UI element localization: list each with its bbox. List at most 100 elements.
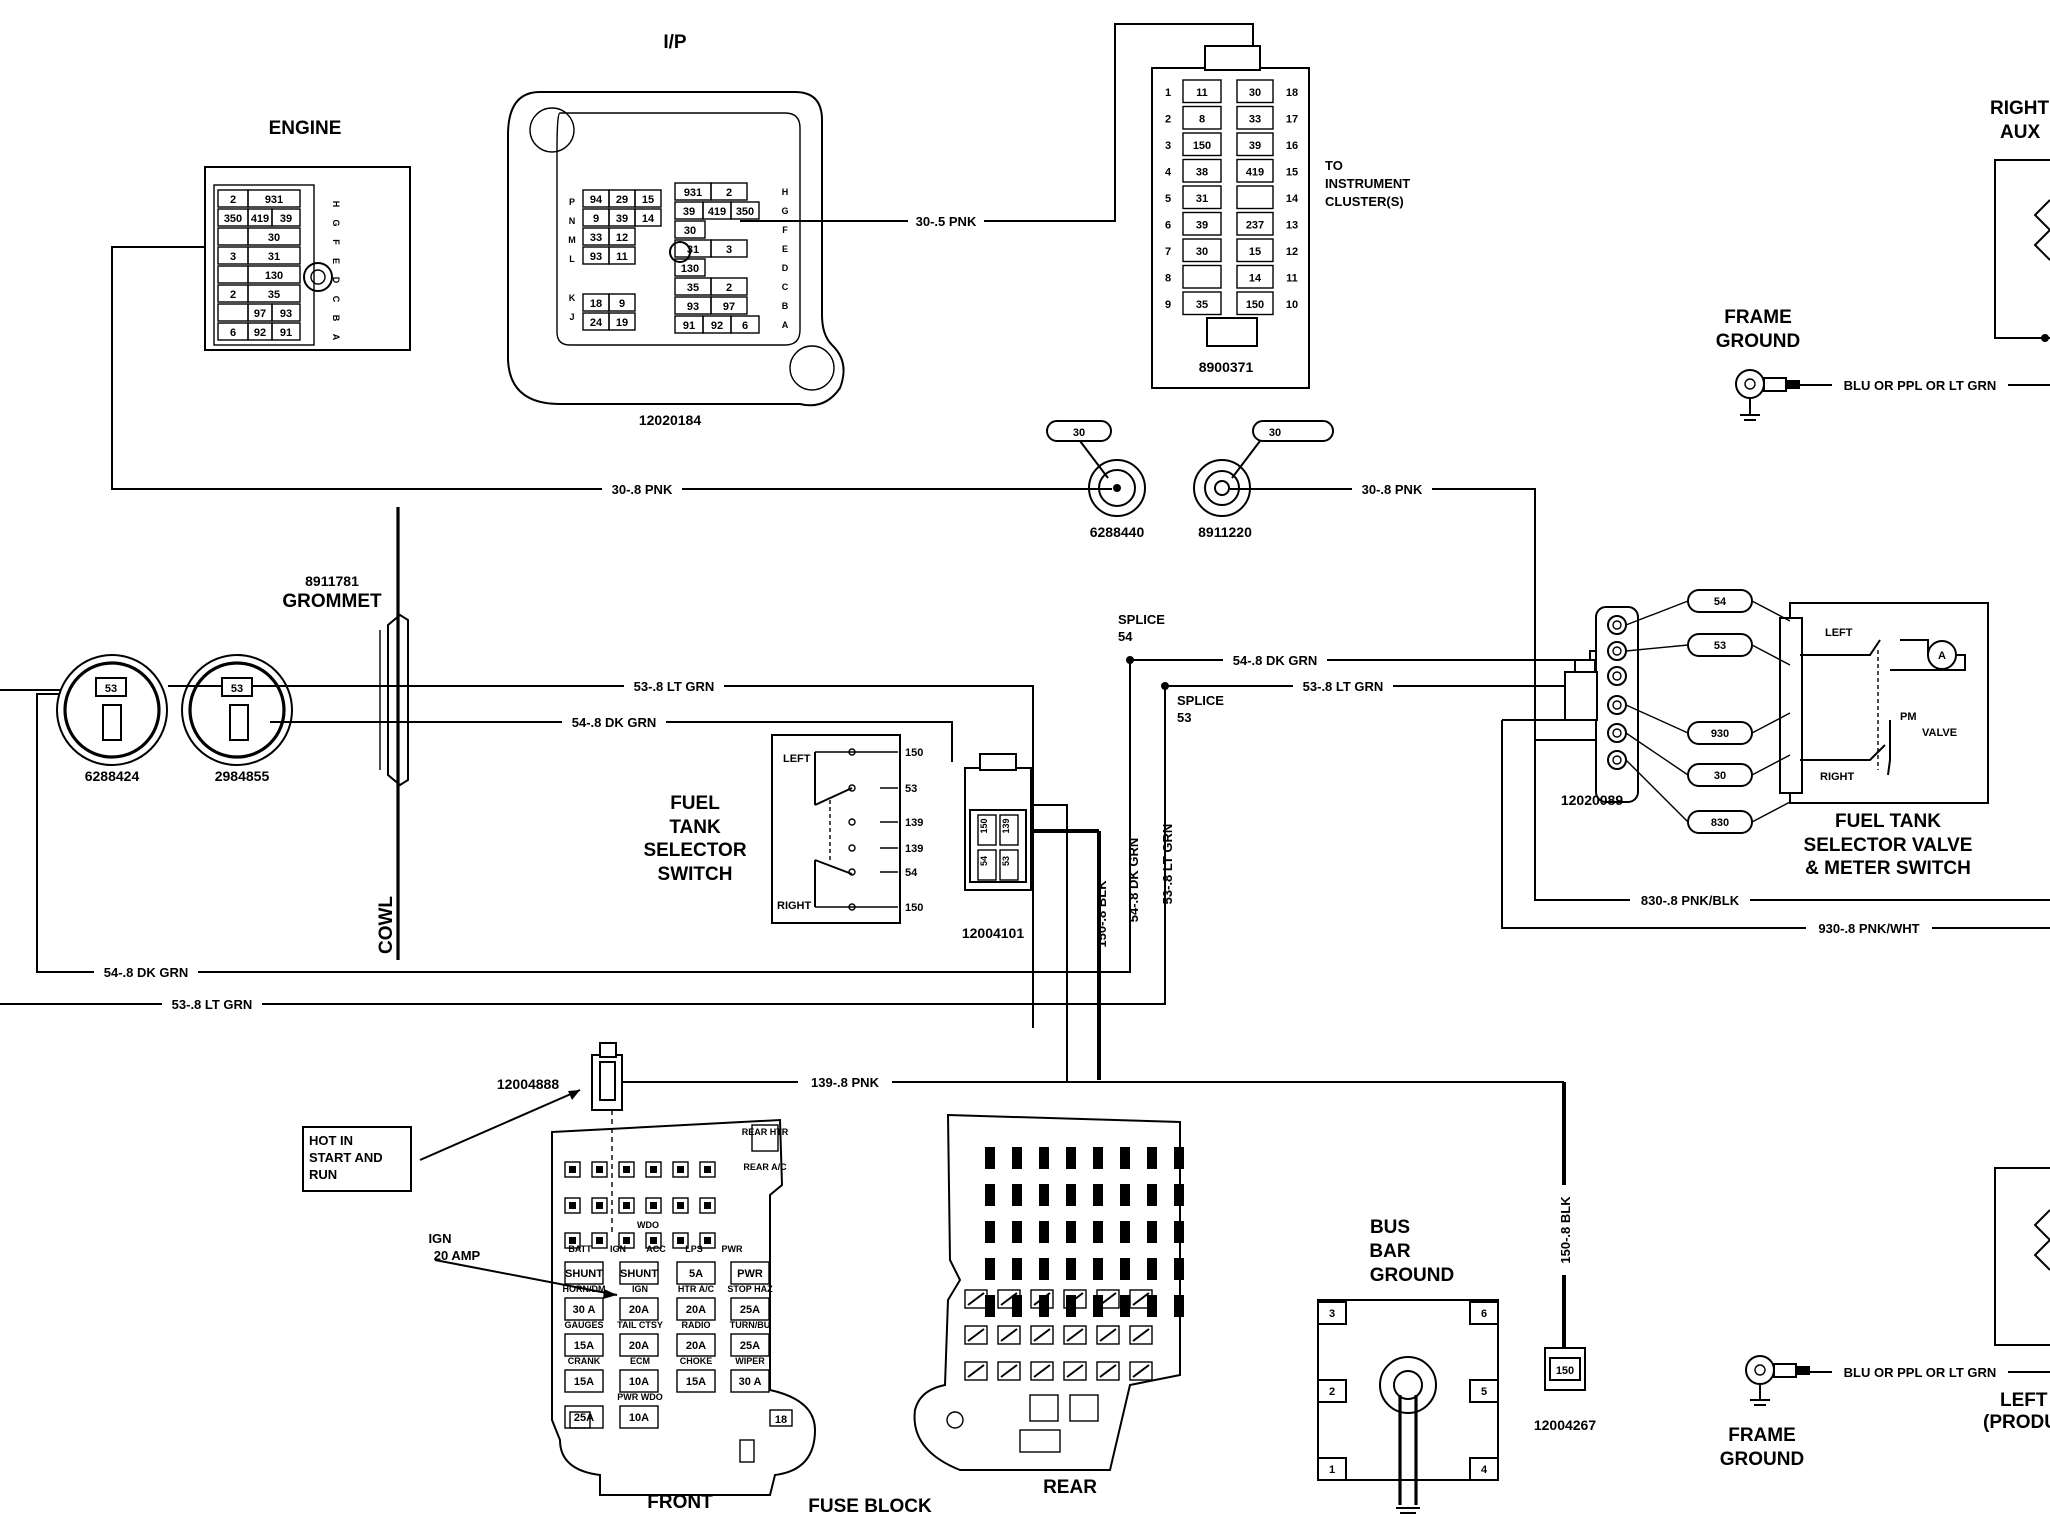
grommet-cowl — [379, 507, 409, 960]
busbar-pin6-label: 6 — [1481, 1308, 1487, 1320]
wire-label-830: 830-.8 PNK/BLK — [1641, 893, 1740, 908]
fuse-small-label: CRANK — [568, 1356, 601, 1366]
engine-cell — [247, 227, 301, 246]
fuse-small-label: TAIL CTSY — [617, 1320, 663, 1330]
right-aux-partial — [1994, 159, 2050, 342]
engine-cell-label: 35 — [268, 289, 280, 301]
valve-bubble-leader — [1625, 704, 1689, 734]
fuse-small-label: PWR WDO — [617, 1392, 663, 1402]
fuse-holder-icon — [618, 1161, 635, 1178]
gnd1-lug — [1735, 369, 1765, 399]
pn-12004888: 12004888 — [497, 1076, 560, 1092]
ip-letter-left: L — [569, 254, 575, 264]
rear-relay-bar — [1132, 1292, 1150, 1306]
gnd2-crimp — [1773, 1363, 1797, 1378]
gauge-6288424-tag — [95, 677, 127, 697]
fuse-value: 20A — [686, 1304, 706, 1316]
rear-relay-slot — [1030, 1325, 1054, 1345]
wire-label-930: 930-.8 PNK/WHT — [1818, 921, 1919, 936]
ip-cell-label: 14 — [642, 213, 655, 225]
round-connectors — [1046, 420, 1334, 517]
ign-1: IGN — [428, 1231, 451, 1246]
valve-bubble-leader2 — [1751, 754, 1791, 776]
wl-bg-1 — [908, 213, 984, 229]
pn-12004267: 12004267 — [1534, 1417, 1597, 1433]
rear-relay-slot — [1069, 1394, 1099, 1422]
fuse-holder-icon — [564, 1232, 581, 1249]
wire-53-lt-grn-left — [168, 685, 1034, 1028]
rear-fuse-terminal — [1093, 1221, 1103, 1243]
wire-label-54-v: 54-.8 DK GRN — [1126, 838, 1141, 923]
rear-relay-slot — [1030, 1289, 1054, 1309]
fuse-relay-slot — [769, 1409, 793, 1427]
engine-cell — [247, 265, 301, 284]
cluster-cell-right-label: 39 — [1249, 140, 1261, 152]
rear-fuse-terminal — [1066, 1147, 1076, 1169]
switch-contact — [848, 748, 856, 756]
sel-switch-1: FUEL — [670, 793, 720, 814]
fuse-holder-icon-core — [704, 1237, 711, 1244]
fuse-small-label: IGN — [632, 1284, 648, 1294]
fuse-value: 20A — [629, 1304, 649, 1316]
fuse-slot — [730, 1261, 770, 1285]
fuse-rear-grid — [946, 1147, 1184, 1453]
ip-cell-label: 97 — [723, 301, 735, 313]
cluster-cell-left-label: 39 — [1196, 220, 1208, 232]
cluster-pin-num-left: 4 — [1165, 167, 1172, 179]
rear-relay-slot — [964, 1289, 988, 1309]
ip-letter-left: P — [569, 197, 575, 207]
gnd2-term — [1796, 1366, 1810, 1375]
valve-meter-ret — [1890, 654, 1966, 671]
ip-cell-label: 93 — [687, 301, 699, 313]
fuse-holder-icon-core — [704, 1166, 711, 1173]
wire-label-gnd2: BLU OR PPL OR LT GRN — [1844, 1365, 1997, 1380]
fuse-holder-icon — [564, 1161, 581, 1178]
sel-valve-2: SELECTOR VALVE — [1804, 835, 1973, 856]
ip-cell-label: 19 — [616, 317, 628, 329]
wire-label-53-v: 53-.8 LT GRN — [1160, 824, 1175, 905]
engine-cell-label: 350 — [224, 213, 242, 225]
valve-bubble-leader2 — [1751, 712, 1791, 734]
rear-label: REAR — [1043, 1477, 1097, 1498]
ip-cell — [710, 277, 748, 296]
valve-pin-inner — [1612, 620, 1622, 630]
pn-12020089: 12020089 — [1561, 792, 1624, 808]
wire-labels: 30-.5 PNK 30-.8 PNK 30-.8 PNK 54-.8 DK G… — [94, 213, 2008, 1380]
rear-relay-slot — [997, 1325, 1021, 1345]
wire-label-53-left: 53-.8 LT GRN — [634, 679, 715, 694]
engine-cell — [271, 322, 301, 341]
sel-switch-2: TANK — [669, 817, 721, 838]
cluster-cell-left — [1182, 132, 1222, 157]
fuse-holder-icon — [699, 1232, 716, 1249]
frame-ground-2-a: FRAME — [1728, 1425, 1796, 1446]
valve-conn-body — [1595, 606, 1639, 803]
sel-valve-3: & METER SWITCH — [1805, 858, 1971, 879]
wire-label-30-5: 30-.5 PNK — [916, 214, 977, 229]
ip-cell-label: 350 — [736, 206, 754, 218]
engine-cell-label: 93 — [280, 308, 292, 320]
rear-fuse-terminal — [1120, 1221, 1130, 1243]
ip-cell — [608, 293, 636, 312]
ip-cell — [710, 182, 748, 201]
fuse-value: 25A — [740, 1304, 760, 1316]
to-cluster-3: CLUSTER(S) — [1325, 194, 1404, 209]
valve-pin-inner — [1612, 646, 1622, 656]
ip-letter-left: M — [568, 235, 576, 245]
wire-label-150-v2: 150-.8 BLK — [1558, 1196, 1573, 1264]
gauge-6288424-term — [102, 704, 122, 741]
left-prod-1: LEFT — [2000, 1390, 2048, 1411]
switch-blade-1 — [814, 787, 853, 806]
valve-left-label: LEFT — [1825, 627, 1853, 639]
wire-label-54-top: 54-.8 DK GRN — [1233, 653, 1318, 668]
c12004888-latch — [599, 1042, 617, 1058]
fuse-holder-icon-core — [596, 1166, 603, 1173]
rear-fuse-terminal — [1120, 1147, 1130, 1169]
engine-letter: G — [331, 219, 341, 226]
pm-valve-2: VALVE — [1922, 727, 1957, 739]
fuse-slot — [619, 1369, 659, 1393]
swconn-cell-label: 150 — [979, 818, 989, 833]
